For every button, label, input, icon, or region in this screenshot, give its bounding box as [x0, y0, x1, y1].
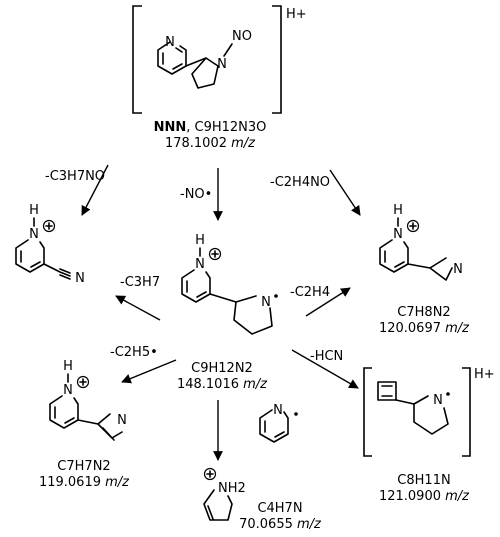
azirinyl-structure: H N N — [49, 359, 127, 441]
aziridinyl-structure: H N N — [379, 203, 463, 281]
cyclobutadienyl-bracket-left — [363, 367, 372, 457]
aziridinyl-ring-n: N — [393, 227, 403, 242]
central-radical-dot — [274, 294, 278, 298]
pyridyl-ring-n: N — [273, 403, 283, 418]
cyclobutadienyl-structure: H+ N — [363, 367, 495, 457]
precursor-structure: H+ N N NO — [132, 5, 307, 114]
cyclobutadienyl-mz: 121.0900 — [379, 489, 441, 504]
central-ion-structure: H N N — [181, 233, 278, 335]
cyclobutadienyl-charge: H+ — [474, 367, 495, 382]
central-amine-n: N — [261, 295, 271, 310]
precursor-pyrrolidine-ring — [185, 57, 219, 89]
precursor-unit: m/z — [231, 136, 256, 151]
pyrroline-structure: NH2 — [203, 467, 246, 521]
aziridinyl-mz: 120.0697 — [379, 321, 441, 336]
azirinyl-h: H — [63, 359, 73, 374]
cyclobutadienyl-amine-n: N — [433, 393, 443, 408]
pyrroline-nh2: NH2 — [218, 481, 246, 496]
loss-c3h7: -C3H7 — [120, 275, 160, 290]
cyanopyridinium-charge-icon — [42, 219, 56, 233]
cyclobutadienyl-mz-label: 121.0900 m/z — [379, 489, 470, 504]
cyanopyridinium-structure: H N N — [15, 203, 85, 286]
aziridinyl-pyridine-ring — [379, 239, 409, 273]
central-pyrrolidine-ring — [209, 293, 273, 335]
cyanopyridinium-ring — [15, 239, 45, 273]
central-formula: C9H12N2 — [191, 361, 253, 376]
cyanopyridinium-ring-n: N — [29, 227, 39, 242]
pyrroline-mz: 70.0655 — [239, 517, 293, 532]
cyclobutadienyl-pyrrolidine — [395, 395, 449, 435]
loss-c2h4: -C2H4 — [290, 285, 330, 300]
central-mz-label: 148.1016 m/z — [177, 377, 268, 392]
arrow-loss-c3h7no — [81, 164, 109, 216]
azirinyl-mz-label: 119.0619 m/z — [39, 475, 130, 490]
arrow-loss-c2h4 — [305, 287, 351, 317]
azirine-ring — [77, 413, 123, 441]
pyrroline-unit: m/z — [297, 517, 322, 532]
precursor-charge: H+ — [286, 7, 307, 22]
azirinyl-unit: m/z — [105, 475, 130, 490]
precursor-label: NNN, C9H12N3O — [154, 120, 267, 135]
central-pyridine-ring — [181, 269, 211, 303]
pyridyl-ring — [259, 409, 289, 443]
arrow-loss-c2h5 — [121, 359, 177, 384]
precursor-amine-n: N — [217, 57, 227, 72]
aziridinyl-charge-icon — [406, 219, 420, 233]
precursor-bracket-right — [272, 5, 282, 114]
central-mz: 148.1016 — [177, 377, 239, 392]
precursor-bracket-left — [132, 5, 142, 114]
nitrile-n: N — [75, 271, 85, 286]
pyridyl-radical-dot — [294, 412, 298, 416]
pyrroline-charge-icon — [203, 467, 217, 481]
loss-c3h7no: -C3H7NO — [45, 169, 105, 184]
central-charge-icon — [208, 247, 222, 261]
arrow-loss-hcn — [291, 349, 359, 389]
loss-hcn: -HCN — [310, 349, 343, 364]
loss-c2h5-radical: -C2H5• — [110, 345, 158, 360]
cyanopyridinium-h: H — [29, 203, 39, 218]
pyridyl-radical-structure: N — [259, 403, 298, 443]
precursor-formula: C9H12N3O — [195, 120, 267, 135]
azirine-n: N — [117, 413, 127, 428]
azirinyl-charge-icon — [76, 375, 90, 389]
pyrroline-mz-label: 70.0655 m/z — [239, 517, 322, 532]
aziridinyl-mz-label: 120.0697 m/z — [379, 321, 470, 336]
azirinyl-ring-n: N — [63, 383, 73, 398]
cyclobutadienyl-bracket-right — [462, 367, 471, 457]
loss-c2h4no: -C2H4NO — [270, 175, 330, 190]
cyclobutadienyl-radical-dot — [446, 392, 450, 396]
loss-no-radical: -NO• — [180, 187, 212, 202]
precursor-pyridine-ring — [157, 41, 187, 75]
azirinyl-pyridine-ring — [49, 395, 79, 429]
cyclobutadiene-ring — [377, 381, 397, 401]
central-ring-n: N — [195, 257, 205, 272]
cyclobutadienyl-unit: m/z — [445, 489, 470, 504]
nitrile-bond — [43, 263, 71, 280]
pyrroline-ring — [203, 489, 233, 521]
precursor-nitroso: NO — [232, 29, 252, 44]
precursor-name: NNN — [154, 120, 187, 135]
aziridinyl-formula: C7H8N2 — [397, 305, 450, 320]
precursor-mz: 178.1002 — [165, 136, 227, 151]
pyrroline-formula: C4H7N — [257, 501, 302, 516]
aziridinyl-h: H — [393, 203, 403, 218]
aziridine-ring — [407, 257, 453, 281]
arrow-loss-c2h4no — [329, 169, 361, 216]
aziridine-n: N — [453, 262, 463, 277]
central-unit: m/z — [243, 377, 268, 392]
aziridinyl-unit: m/z — [445, 321, 470, 336]
central-h: H — [195, 233, 205, 248]
azirinyl-formula: C7H7N2 — [57, 459, 110, 474]
cyclobutadienyl-formula: C8H11N — [397, 473, 450, 488]
azirinyl-mz: 119.0619 — [39, 475, 101, 490]
precursor-ring-n: N — [165, 35, 175, 50]
precursor-mz-label: 178.1002 m/z — [165, 136, 256, 151]
arrow-loss-c3h7 — [115, 295, 161, 321]
